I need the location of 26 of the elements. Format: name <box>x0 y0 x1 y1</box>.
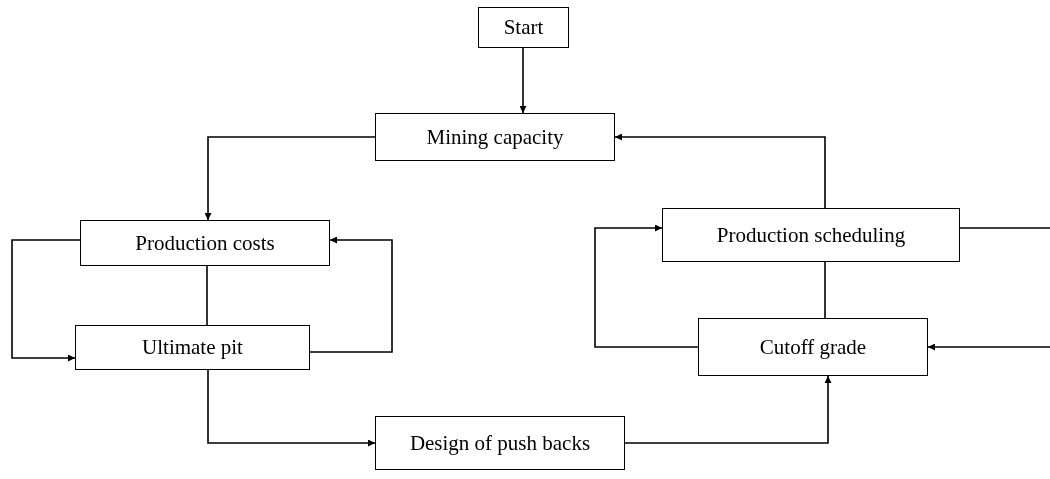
process-box <box>75 325 310 370</box>
box-label: Design of push backs <box>409 429 591 457</box>
process-box <box>478 7 569 48</box>
box-label: Production scheduling <box>716 221 906 249</box>
box-label: Mining capacity <box>426 123 564 151</box>
box-label: Cutoff grade <box>759 333 867 361</box>
process-box <box>375 113 615 161</box>
connector-line <box>824 261 826 319</box>
process-box <box>375 416 625 470</box>
arrow <box>11 239 81 362</box>
arrow <box>309 236 393 353</box>
box-label: Start <box>503 14 544 41</box>
box-label: Ultimate pit <box>142 334 243 361</box>
arrow <box>594 224 699 348</box>
arrow <box>204 136 376 221</box>
process-box <box>698 318 928 376</box>
arrow <box>519 47 527 114</box>
arrow <box>624 375 832 444</box>
box-label: Production costs <box>135 229 275 257</box>
connector-line <box>206 265 208 326</box>
connector-line <box>959 227 1050 229</box>
arrow <box>614 133 826 209</box>
arrow <box>207 369 376 447</box>
process-box <box>662 208 960 262</box>
process-box <box>80 220 330 266</box>
arrow <box>927 343 1050 351</box>
